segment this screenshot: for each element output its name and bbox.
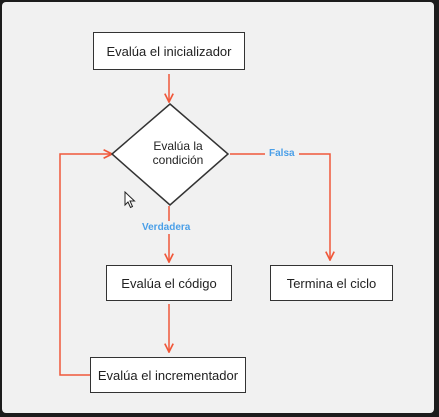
mouse-pointer-icon	[124, 191, 136, 209]
code-box: Evalúa el código	[106, 265, 232, 301]
false-edge-label: Falsa	[265, 148, 299, 159]
condition-label-line1: Evalúa la	[153, 139, 203, 153]
condition-label-line2: condición	[152, 153, 204, 167]
end-loop-box: Termina el ciclo	[270, 265, 393, 301]
incrementer-label: Evalúa el incrementador	[97, 367, 239, 383]
flowchart-canvas: Evalúa el inicializador Evalúa la condic…	[2, 2, 434, 413]
code-label: Evalúa el código	[121, 275, 217, 291]
arrow-condition-to-end	[230, 153, 330, 260]
initializer-box: Evalúa el inicializador	[93, 32, 245, 70]
condition-diamond	[110, 103, 230, 206]
condition-label: Evalúa la condición	[130, 139, 226, 167]
incrementer-box: Evalúa el incrementador	[90, 357, 246, 393]
true-edge-label: Verdadera	[140, 221, 193, 234]
initializer-label: Evalúa el inicializador	[106, 43, 232, 59]
end-loop-label: Termina el ciclo	[286, 275, 377, 291]
flowchart-connectors	[59, 74, 434, 376]
arrow-incrementer-to-condition	[59, 154, 112, 376]
